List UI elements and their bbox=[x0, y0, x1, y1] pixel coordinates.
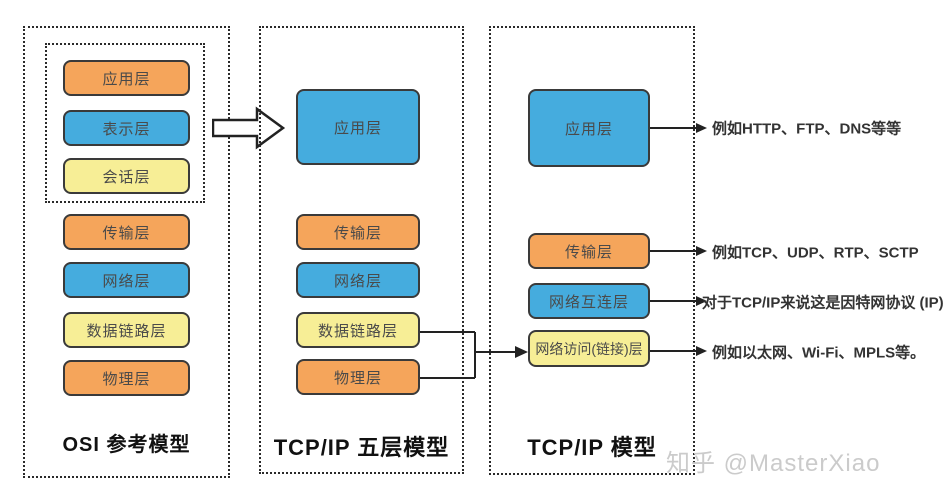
tcpip5-column-title: TCP/IP 五层模型 bbox=[273, 435, 450, 460]
osi-layer-datalink: 数据链路层 bbox=[63, 312, 190, 348]
annotation-transport-examples: 例如TCP、UDP、RTP、SCTP bbox=[712, 244, 919, 262]
tcpip5-layer-application: 应用层 bbox=[296, 89, 420, 165]
model-transform-arrow-icon bbox=[212, 106, 286, 150]
osi-upper-layers-group-frame bbox=[45, 43, 205, 203]
osi-layer-application: 应用层 bbox=[63, 60, 190, 96]
tcpip4-layer-network-access: 网络访问(链接)层 bbox=[528, 330, 650, 367]
tcpip5-layer-physical: 物理层 bbox=[296, 359, 420, 395]
internet-annotation-arrow-icon bbox=[650, 296, 707, 306]
tcpip5-layer-network: 网络层 bbox=[296, 262, 420, 298]
transport-annotation-arrow-icon bbox=[650, 246, 707, 256]
osi-layer-presentation: 表示层 bbox=[63, 110, 190, 146]
annotation-network-access-examples: 例如以太网、Wi-Fi、MPLS等。 bbox=[712, 344, 926, 362]
tcpip4-layer-application: 应用层 bbox=[528, 89, 650, 167]
osi-layer-transport: 传输层 bbox=[63, 214, 190, 250]
osi-column-title: OSI 参考模型 bbox=[62, 434, 191, 456]
tcpip5-column-frame bbox=[259, 26, 464, 474]
zhihu-watermark: 知乎 @MasterXiao bbox=[666, 450, 881, 477]
osi-layer-session: 会话层 bbox=[63, 158, 190, 194]
tcpip5-layer-transport: 传输层 bbox=[296, 214, 420, 250]
annotation-internet-protocol: 对于TCP/IP来说这是因特网协议 (IP) bbox=[702, 294, 944, 312]
tcpip4-layer-internet: 网络互连层 bbox=[528, 283, 650, 319]
osi-layer-physical: 物理层 bbox=[63, 360, 190, 396]
osi-layer-network: 网络层 bbox=[63, 262, 190, 298]
layers-merge-connector bbox=[420, 331, 528, 379]
tcpip5-layer-datalink: 数据链路层 bbox=[296, 312, 420, 348]
application-annotation-arrow-icon bbox=[650, 123, 707, 133]
network-access-annotation-arrow-icon bbox=[650, 346, 707, 356]
annotation-application-examples: 例如HTTP、FTP、DNS等等 bbox=[712, 120, 902, 138]
tcpip4-column-title: TCP/IP 模型 bbox=[527, 435, 657, 460]
osi-column-frame bbox=[23, 26, 230, 478]
tcpip4-layer-transport: 传输层 bbox=[528, 233, 650, 269]
